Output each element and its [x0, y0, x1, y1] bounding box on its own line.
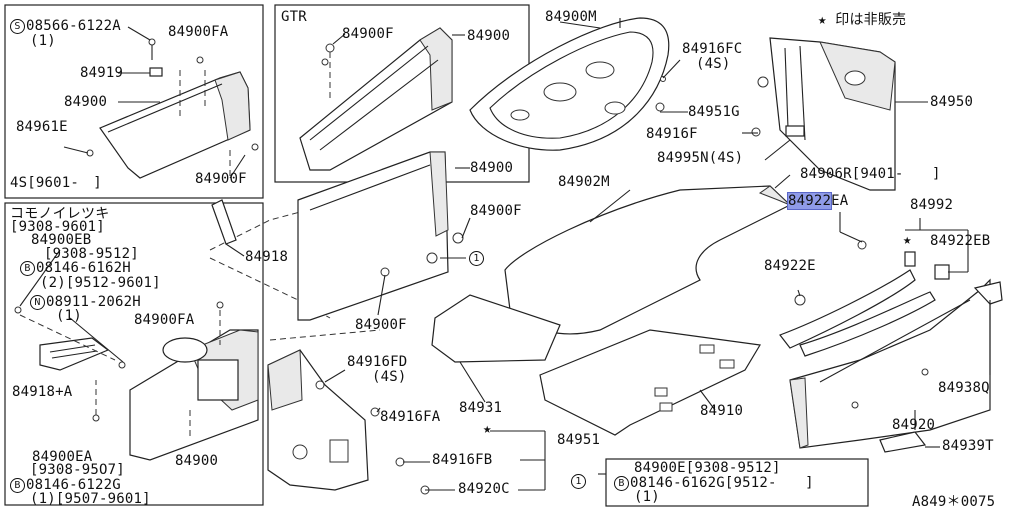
label-84910: 84910: [700, 403, 744, 419]
highlighted-part-number[interactable]: 84922: [786, 192, 833, 210]
floor-mat: [504, 185, 792, 335]
label-84919: 84919: [80, 65, 124, 81]
label-gtr-84900f: 84900F: [342, 26, 394, 42]
inset-box-comono: [4, 202, 264, 506]
side-panel-84951: [267, 349, 430, 495]
legend-box: [605, 458, 869, 507]
label-84992: 84992: [910, 197, 954, 213]
b-marker: B: [20, 261, 35, 276]
bracket-84939t: [879, 431, 927, 453]
star-marker-b: ★: [483, 421, 492, 437]
b-marker: B: [10, 478, 25, 493]
label-4s-b: (4S): [372, 369, 407, 385]
label-84922e: 84922E: [764, 258, 816, 274]
bracket-84918: [211, 199, 237, 245]
label-84900-main: 84900: [470, 160, 514, 176]
label-84906r: 84906R[9401- ]: [800, 166, 941, 182]
gtr-title: GTR: [281, 9, 307, 25]
label-84902m: 84902M: [558, 174, 610, 190]
n-marker: N: [30, 295, 45, 310]
rail-84992: [779, 240, 950, 357]
circle-1-marker-legend: 1: [571, 474, 587, 489]
label-84900f: 84900F: [195, 171, 247, 187]
rear-wall-panel: [297, 151, 470, 321]
label-84916f: 84916F: [646, 126, 698, 142]
trim-panel-4s: [63, 26, 259, 180]
boot-floor-lid: [469, 17, 670, 151]
label-84916fa: 84916FA: [380, 409, 441, 425]
label-84916fb: 84916FB: [432, 452, 493, 468]
label-84922eb: 84922EB: [930, 233, 991, 249]
label-84931: 84931: [459, 400, 503, 416]
comono-title: コモノイレツキ: [10, 206, 110, 222]
label-gtr-84900: 84900: [467, 28, 511, 44]
label-qty-1: (1): [30, 33, 56, 49]
label-84939t: 84939T: [942, 438, 994, 454]
board-84910: [539, 329, 761, 436]
legend-line-1: 84900E[9308-9512]: [634, 460, 781, 476]
label-84900fa: 84900FA: [168, 24, 229, 40]
label-84995n: 84995N(4S): [657, 150, 744, 166]
side-panel-84950: [751, 37, 928, 191]
circle-1-marker-a: 1: [469, 251, 485, 266]
label-84920c: 84920C: [458, 481, 510, 497]
label-84938q: 84938Q: [938, 380, 990, 396]
label-84951g: 84951G: [688, 104, 740, 120]
inset-box-4s: [4, 4, 264, 199]
star-marker-a: ★: [903, 232, 912, 248]
label-84900m: 84900M: [545, 9, 597, 25]
mat-84931: [431, 294, 561, 363]
label-84900eb: 84900EB: [31, 232, 92, 248]
label-84900: 84900: [64, 94, 108, 110]
label-84922ea: 84922EA: [786, 192, 849, 210]
label-84918: 84918: [245, 249, 289, 265]
label-comono-84900: 84900: [175, 453, 219, 469]
label-08911-qty: (1): [56, 308, 82, 324]
non-sale-note: ★ 印は非販売: [818, 12, 907, 28]
label-08146-6122g-qty: (1)[9507-9601]: [30, 491, 151, 507]
trim-panel-gtr: [299, 27, 465, 171]
label-84900f-a: 84900F: [470, 203, 522, 219]
label-4s-9601: 4S[9601- ]: [10, 175, 102, 191]
label-84916fc: 84916FC: [682, 41, 743, 57]
label-84951: 84951: [557, 432, 601, 448]
label-4s-a: (4S): [696, 56, 731, 72]
label-84918a: 84918+A: [12, 384, 73, 400]
label-84900ea: 84900EA: [32, 449, 93, 465]
trim-panel-comono: [14, 249, 259, 461]
label-84900f-b: 84900F: [355, 317, 407, 333]
figure-code: A849＊0075: [912, 494, 996, 510]
label-84920: 84920: [892, 417, 936, 433]
label-84916fd: 84916FD: [347, 354, 408, 370]
leader-lines: [324, 21, 991, 491]
label-84950: 84950: [930, 94, 974, 110]
legend-line-2-qty: (1): [634, 489, 660, 505]
label-84961e: 84961E: [16, 119, 68, 135]
b-marker: B: [614, 476, 629, 491]
label-84900ea-period: [9308-95O7]: [30, 462, 125, 478]
s-marker: S: [10, 19, 25, 34]
label-08146-6162h-qty: (2)[9512-9601]: [40, 275, 161, 291]
comono-period: [9308-9601]: [10, 219, 105, 235]
label-84900eb-period: [9308-9512]: [44, 246, 139, 262]
label-comono-84900fa: 84900FA: [134, 312, 195, 328]
